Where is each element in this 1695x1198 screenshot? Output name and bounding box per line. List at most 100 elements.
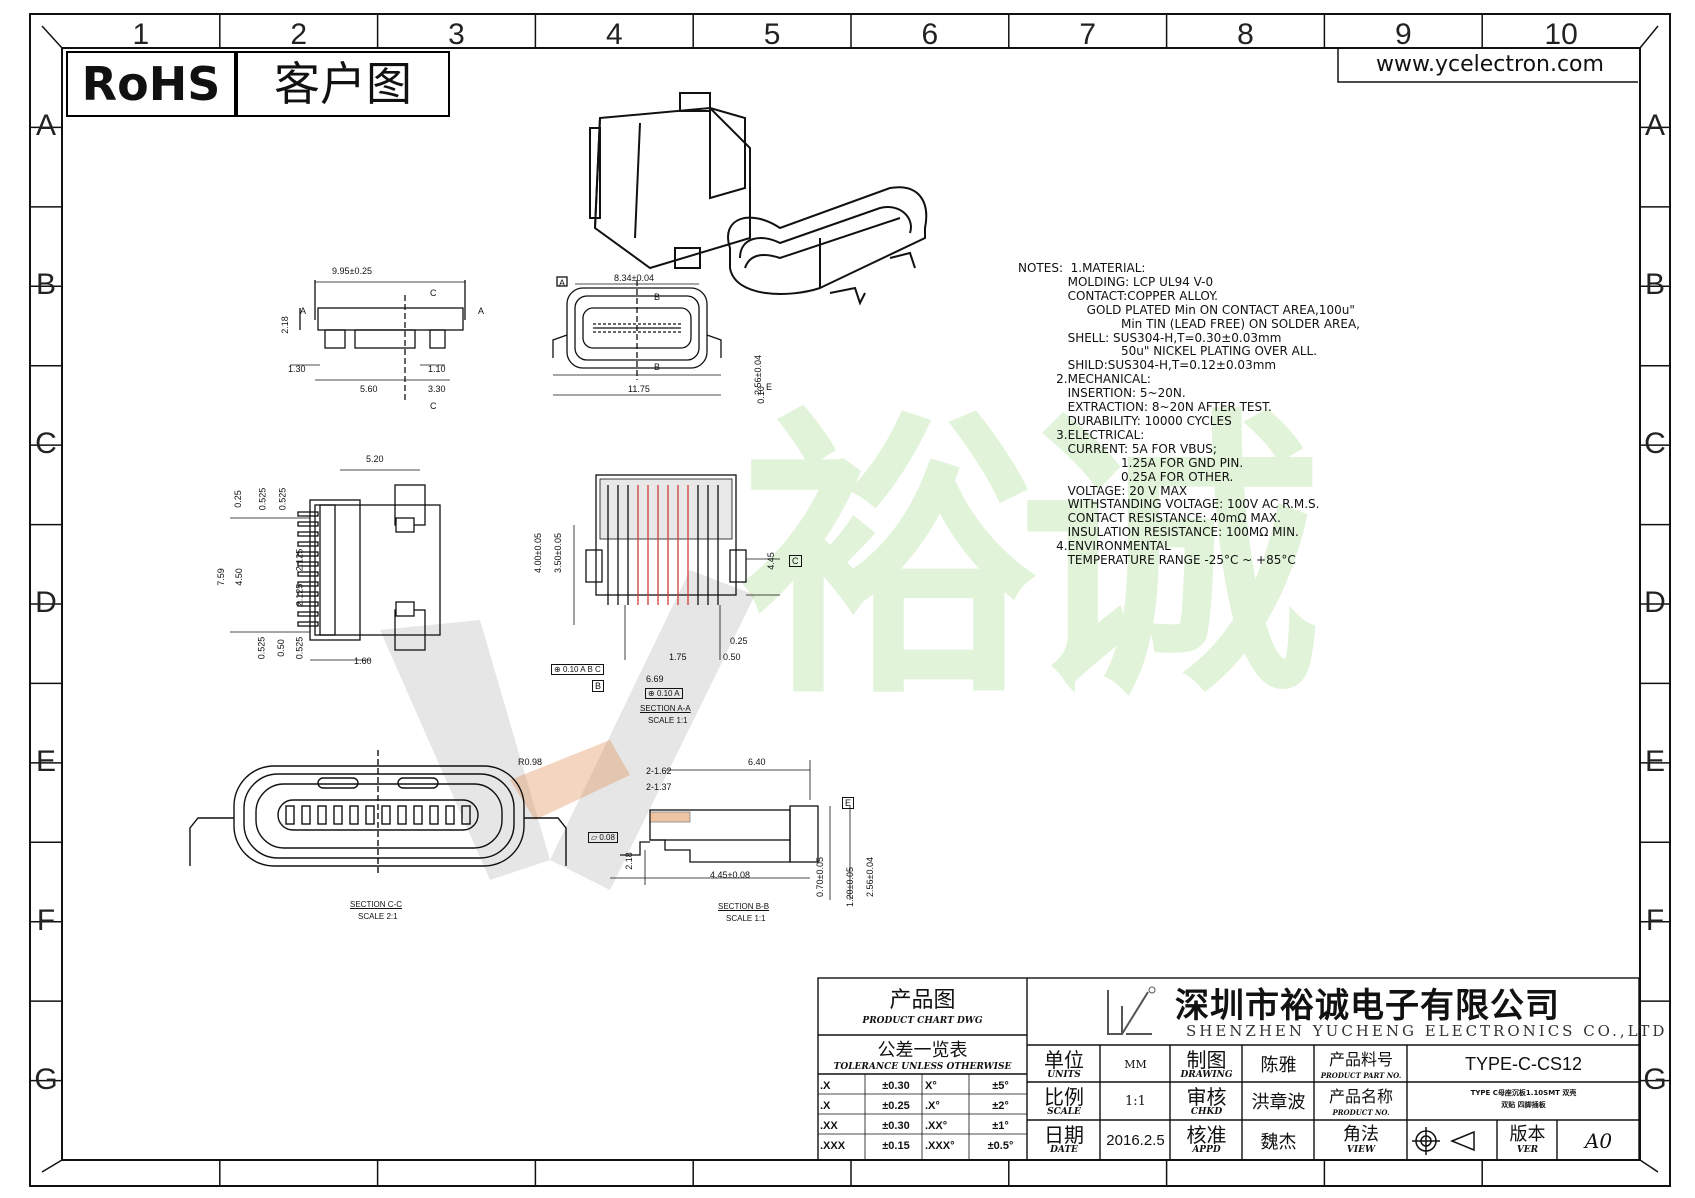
grid-row-label-left: G [34, 1062, 58, 1096]
grid-column-label: 9 [1394, 18, 1412, 51]
tol-aa-1-a: A [580, 665, 586, 674]
dim-front-tolerance: 0.10 [755, 386, 766, 404]
note-line: TEMPERATURE RANGE -25°C ~ +85°C [1018, 553, 1296, 568]
scale-label-en: SCALE [1047, 1107, 1081, 1117]
version-label-en: VER [1516, 1145, 1539, 1155]
units-value: MM [1124, 1057, 1147, 1071]
dim-side-2-125-b: 2.125 [294, 583, 305, 607]
notes-block: NOTES: 1.MATERIAL: MOLDING: LCP UL94 V-0… [1018, 261, 1360, 568]
grid-column-label: 3 [448, 18, 465, 51]
note-line: CONTACT:COPPER ALLOY. [1018, 288, 1218, 303]
dim-side-4-50: 4.50 [233, 568, 244, 586]
tolerance-cell: ±0.15 [882, 1139, 910, 1152]
contact-pin [285, 805, 295, 825]
company-logo [1107, 986, 1156, 1035]
section-mark-c-top: C [430, 288, 437, 298]
tol-aa-2: ⊕ 0.10 A [645, 688, 683, 699]
part-no-label-en: PRODUCT PART NO. [1320, 1070, 1402, 1080]
contact-pin [461, 805, 471, 825]
dim-side-0-525-b: 0.525 [277, 487, 288, 511]
side-pin [297, 551, 319, 557]
grid-column-label: 2 [290, 18, 308, 51]
contact-pin [365, 805, 375, 825]
watermark-text: 裕诚 [740, 385, 1320, 734]
side-pin [297, 601, 319, 607]
side-pin [297, 541, 319, 547]
part-no-value: TYPE-C-CS12 [1464, 1053, 1583, 1074]
tolerance-cell: ±2° [992, 1099, 1009, 1112]
dim-bb-2-18: 2.18 [623, 852, 634, 870]
section-mark-b-top: B [654, 292, 661, 302]
tolerance-cell: X° [925, 1079, 937, 1092]
contact-pin [397, 805, 407, 825]
side-view [230, 469, 441, 661]
dim-front-width: 8.34±0.04 [614, 273, 654, 283]
approved-value: 魏杰 [1260, 1131, 1297, 1153]
dim-front-total: 11.75 [628, 384, 650, 394]
tol-aa-2-a: A [674, 689, 680, 698]
grid-row-label-left: F [36, 903, 56, 937]
front-view [552, 276, 722, 396]
note-line: VOLTAGE: 20 V MAX [1018, 483, 1188, 498]
note-line: CONTACT RESISTANCE: 40mΩ MAX. [1018, 511, 1281, 526]
document-type: 客户图 [236, 51, 450, 117]
dim-side-2-125-a: 2.125 [294, 548, 305, 572]
section-cc-title: SECTION C-C [350, 900, 402, 909]
grid-row-label-left: B [35, 268, 56, 302]
grid-row-label-right: E [1644, 744, 1665, 778]
datum-b: B [592, 680, 605, 692]
tolerance-cell: .XX° [925, 1119, 948, 1132]
isometric-view [589, 92, 928, 306]
grid-column-label: 7 [1079, 18, 1097, 51]
contact-pin [429, 805, 439, 825]
grid-row-label-left: A [35, 109, 56, 143]
dim-bb-1-62: 2-1.62 [646, 766, 672, 776]
company-logo-watermark [380, 570, 755, 890]
section-aa-view [573, 474, 780, 660]
approved-label: 核准 [1186, 1122, 1227, 1147]
tolerance-cell: .X° [925, 1099, 940, 1112]
datum-e-bb: E [842, 797, 855, 809]
note-line: 4.ENVIRONMENTAL [1018, 539, 1171, 554]
title-block-grid [817, 977, 1640, 1161]
grid-row-label-left: C [35, 427, 57, 461]
scale-value: 1:1 [1125, 1093, 1146, 1109]
tolerance-cell: .X [820, 1079, 831, 1092]
note-line: Min TIN (LEAD FREE) ON SOLDER AREA, [1018, 316, 1360, 331]
dim-top-width: 9.95±0.25 [332, 266, 372, 276]
section-mark-a-right: A [478, 306, 485, 316]
grid-column-label: 6 [921, 18, 939, 51]
tolerance-cell: ±0.5° [987, 1139, 1014, 1152]
rohs-mark: RoHS [66, 51, 236, 117]
tolerance-subtitle: TOLERANCE UNLESS OTHERWISE [833, 1062, 1012, 1072]
grid-column-label: 5 [763, 18, 781, 51]
units-label: 单位 [1044, 1047, 1084, 1072]
dim-side-5-20: 5.20 [366, 454, 384, 464]
tolerance-cell: ±0.25 [882, 1099, 910, 1112]
grid-row-label-left: D [35, 586, 57, 619]
contact-pin [333, 805, 343, 825]
website: www.ycelectron.com [1376, 52, 1604, 77]
grid-row-label-right: C [1644, 427, 1666, 461]
dim-side-0-525-d: 0.525 [294, 636, 305, 660]
tolerance-cell: ±0.30 [882, 1119, 910, 1132]
dim-side-0-25: 0.25 [232, 490, 243, 508]
section-cc-scale: SCALE 2:1 [358, 912, 398, 921]
projection-symbol-icon [1412, 1127, 1475, 1155]
note-line: 2.MECHANICAL: [1018, 372, 1151, 387]
checked-value: 洪章波 [1251, 1092, 1306, 1113]
product-chart-title: 产品图 [889, 988, 956, 1013]
grid-row-label-right: F [1645, 903, 1665, 937]
datum-a: A [559, 278, 566, 288]
tol-aa-1-val: 0.10 [562, 665, 579, 674]
version-label: 版本 [1509, 1124, 1546, 1145]
note-line: GOLD PLATED Min ON CONTACT AREA,100u" [1018, 302, 1355, 317]
tolerance-title: 公差一览表 [877, 1040, 968, 1061]
side-pin [297, 581, 319, 587]
dim-bb-6-40: 6.40 [748, 757, 766, 767]
company-name-en: SHENZHEN YUCHENG ELECTRONICS CO.,LTD [1186, 1022, 1668, 1040]
contact-pin [381, 805, 391, 825]
part-no-label: 产品料号 [1328, 1050, 1393, 1069]
note-line: NOTES: 1.MATERIAL: [1018, 261, 1146, 275]
dim-bb-1-20: 1.20±0.05 [844, 867, 855, 907]
